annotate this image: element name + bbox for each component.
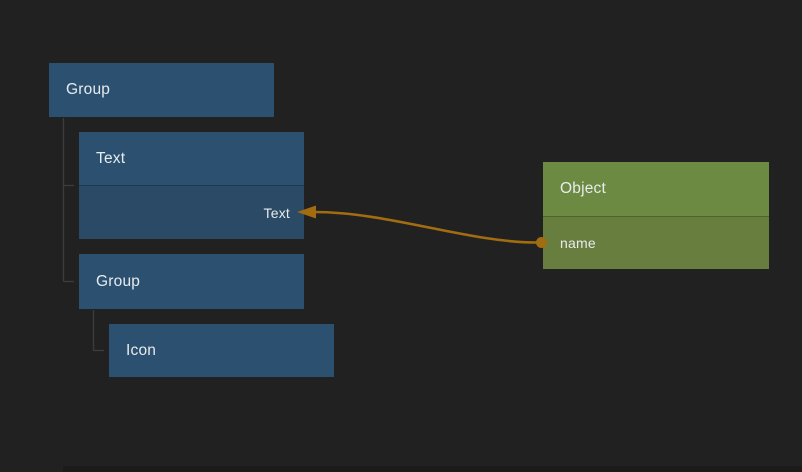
- node-title: Object: [543, 162, 769, 216]
- horizontal-scrollbar-track[interactable]: [63, 466, 802, 472]
- node-title: Group: [79, 254, 304, 309]
- node-group-2[interactable]: Group: [79, 254, 304, 309]
- node-group-1[interactable]: Group: [49, 63, 274, 117]
- node-row-Text[interactable]: Text: [79, 185, 304, 239]
- node-title: Group: [49, 63, 274, 117]
- node-title: Text: [79, 132, 304, 185]
- node-row-name[interactable]: name: [543, 216, 769, 269]
- connection-edge[interactable]: [312, 210, 539, 244]
- node-title: Icon: [109, 324, 334, 377]
- node-icon-1[interactable]: Icon: [109, 324, 334, 377]
